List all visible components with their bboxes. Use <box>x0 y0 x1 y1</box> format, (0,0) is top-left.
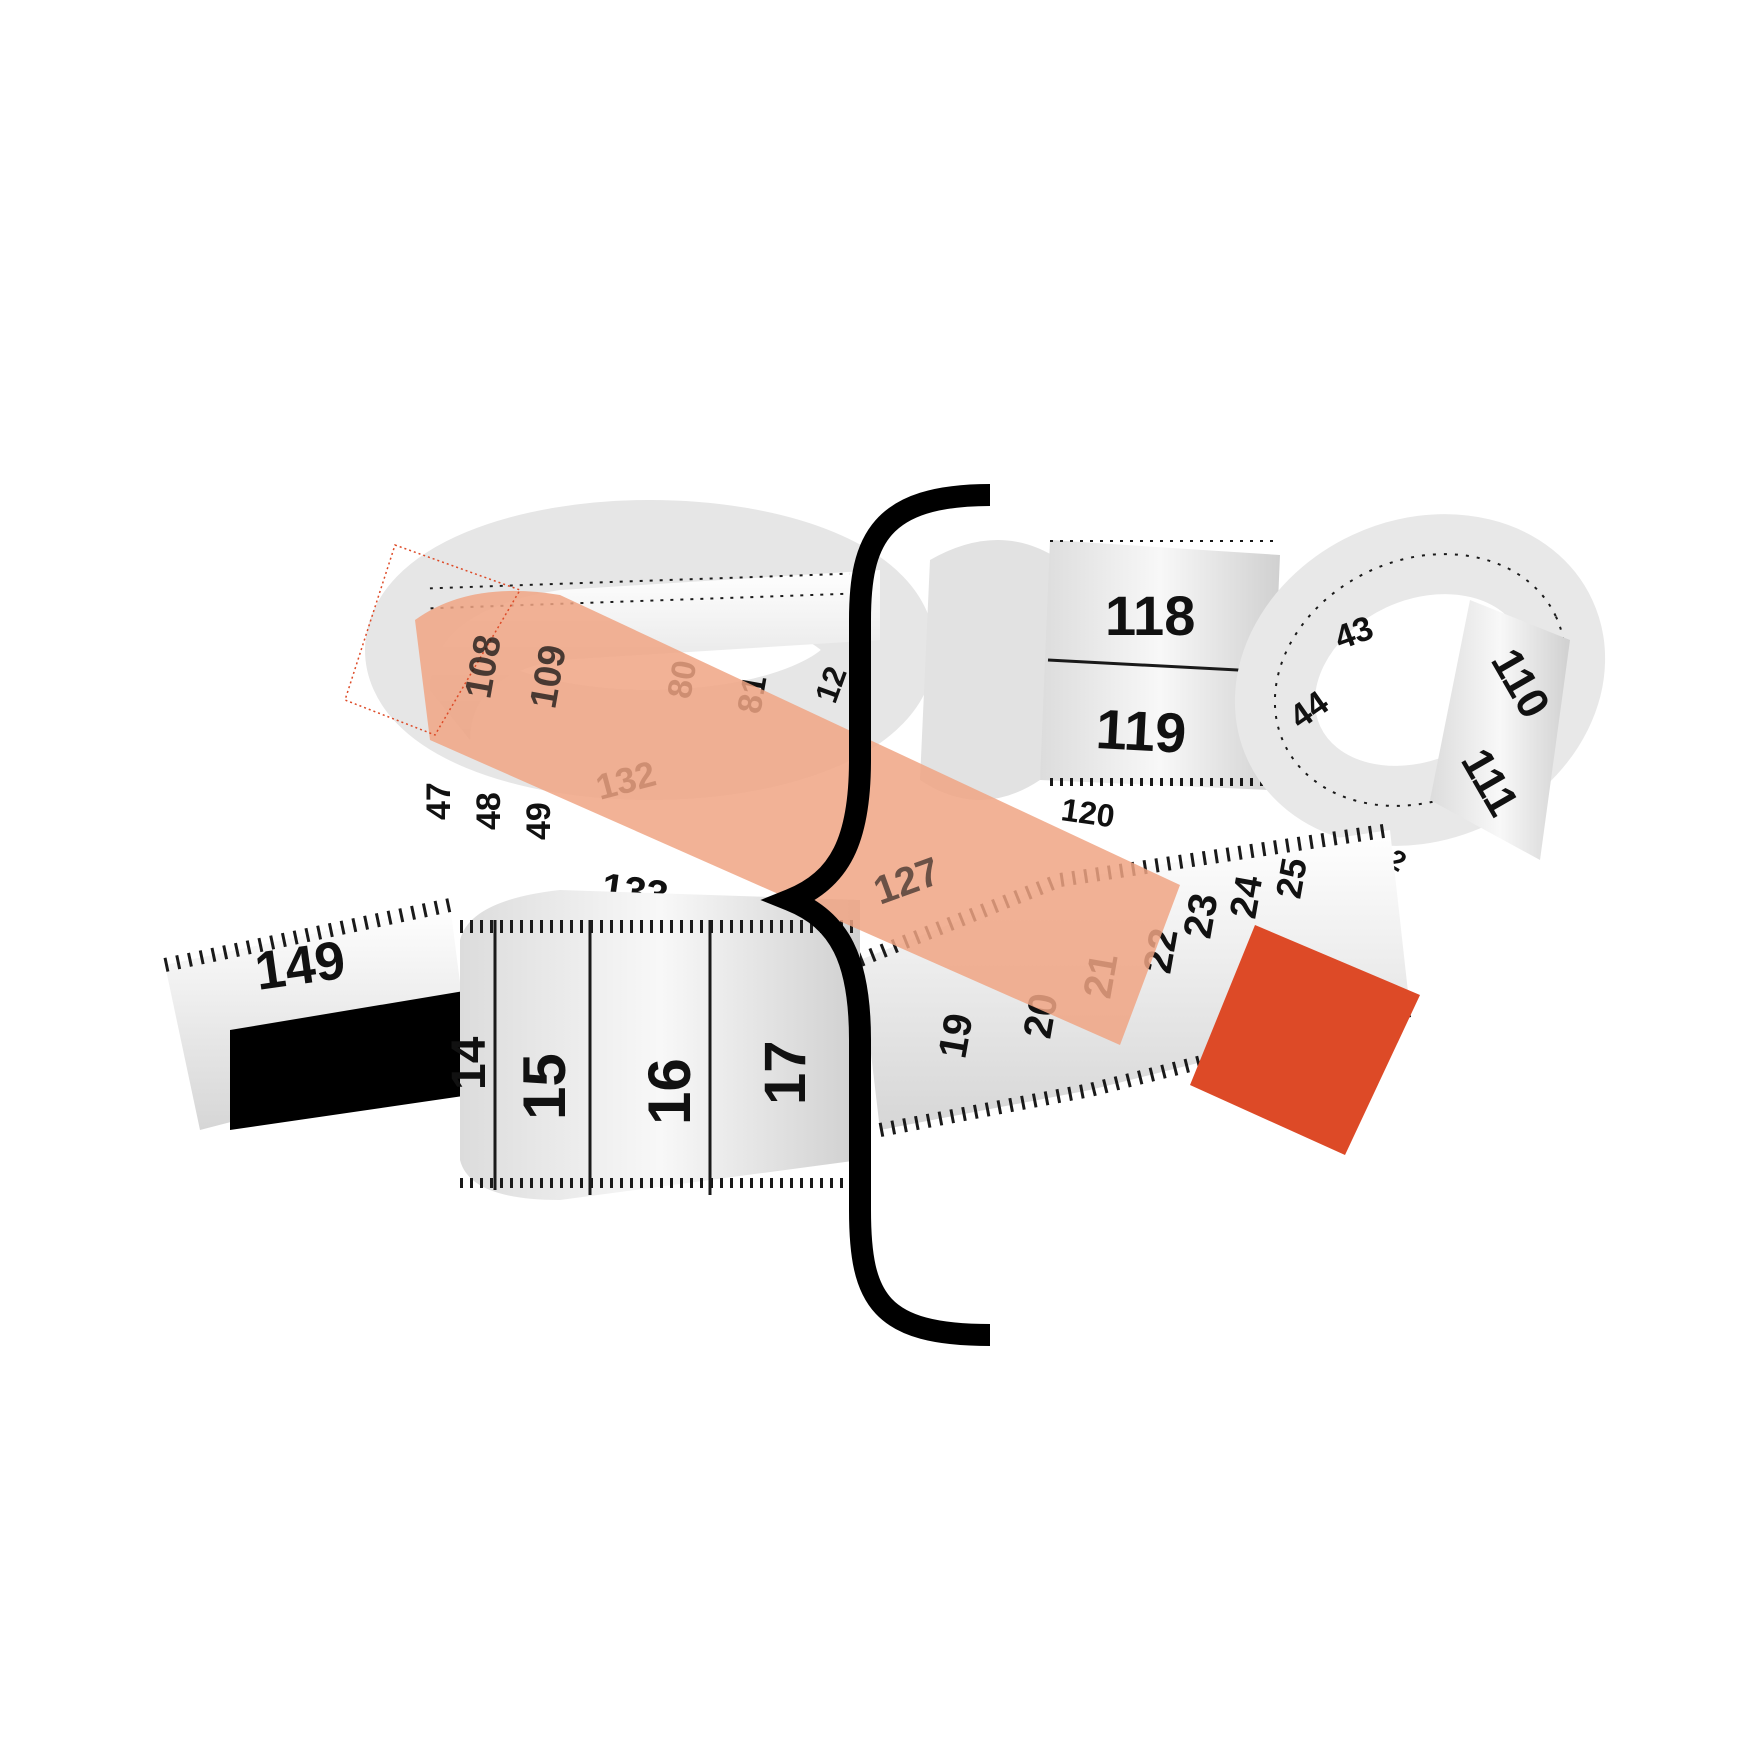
tape-number: 48 <box>470 792 508 830</box>
peach-overlay-band: 108 109 127 <box>344 544 1180 1045</box>
tape-number: 49 <box>520 802 558 840</box>
tape-number: 15 <box>511 1053 578 1120</box>
far-right-loop-ticks <box>1273 553 1567 807</box>
front-loop-face <box>460 890 860 1200</box>
tape-number: 149 <box>251 930 349 1002</box>
right-loop-divider <box>1047 658 1276 674</box>
red-square <box>1190 925 1420 1155</box>
right-loop-ticks-bottom <box>1045 766 1275 786</box>
end-tab-ticks <box>163 898 452 972</box>
tape-number: 25 <box>1268 855 1315 902</box>
tape-number: 47 <box>420 782 458 820</box>
peach-band-shape <box>415 590 1180 1045</box>
end-tab-black-cap <box>230 990 470 1130</box>
right-loop-ticks-top <box>1050 540 1280 560</box>
peach-band-outline <box>344 544 522 736</box>
far-right-tape-loop: 43 44 110 111 112 <box>1234 514 1606 878</box>
curly-brace-icon <box>760 484 991 1346</box>
tape-number: 14 <box>443 1036 496 1090</box>
tape-number: 24 <box>1223 873 1272 922</box>
tape-number: 19 <box>931 1010 982 1061</box>
tape-number: 23 <box>1176 890 1227 941</box>
tape-number: 118 <box>1105 584 1195 647</box>
right-loop-inner <box>920 540 1060 800</box>
tape-number: 16 <box>636 1058 703 1125</box>
far-right-loop-face <box>1430 600 1570 860</box>
tape-number: 119 <box>1094 697 1188 765</box>
right-tape-loop: 118 119 120 <box>920 540 1280 834</box>
front-tape-loop: 14 15 16 17 <box>443 890 860 1200</box>
tape-end-tab: 149 <box>163 898 470 1130</box>
tape-number: 17 <box>753 1040 818 1105</box>
square-accent-icon <box>1190 925 1420 1155</box>
front-loop-ticks-bottom <box>460 1160 860 1188</box>
curly-brace-stroke <box>760 484 991 1346</box>
tape-number: 120 <box>1059 791 1117 834</box>
